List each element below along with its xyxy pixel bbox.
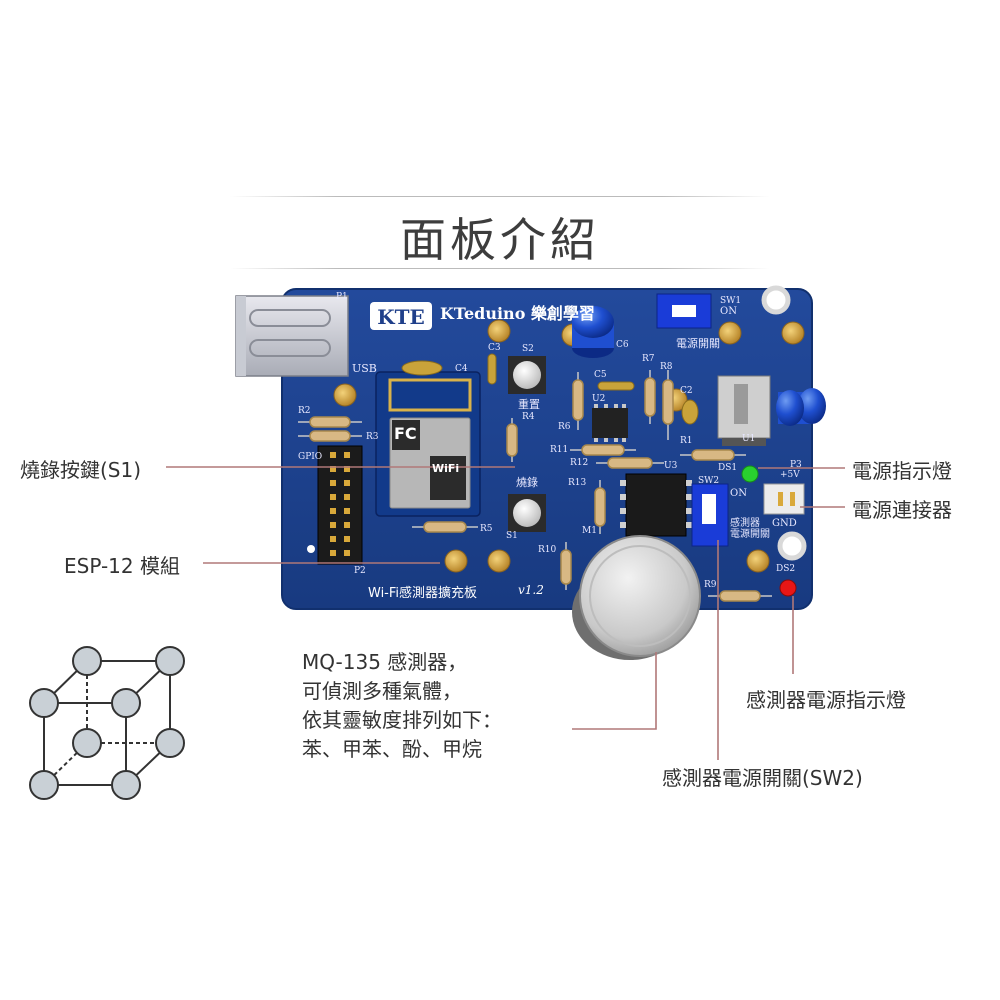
mq135-line-1: MQ-135 感測器， [302,650,468,674]
led-ds1-icon [741,465,759,483]
page-title: 面板介紹 [400,213,600,267]
sw2-switch [691,483,729,547]
capacitor-c1-icon [776,388,826,426]
button-s2 [508,356,546,394]
esp12-module [375,371,481,517]
power-connector-icon [763,483,805,515]
title-bottom-rule [230,268,770,269]
mq135-line-4: 苯、甲苯、酚、甲烷 [302,737,482,761]
callout-esp12: ESP-12 模組 [64,554,180,578]
leader-mq135 [572,652,657,730]
callout-mq135: MQ-135 感測器， 可偵測多種氣體， 依其靈敏度排列如下： 苯、甲苯、酚、甲… [302,648,502,764]
brand-logo-icon: KTE [370,302,432,330]
mq135-line-2: 可偵測多種氣體， [302,679,462,703]
ceramic-caps [401,353,699,425]
usb-connector-icon [235,295,349,377]
callout-power-connector: 電源連接器 [852,498,952,522]
title-block: 面板介紹 [230,196,770,270]
callout-sensor-switch: 感測器電源開關(SW2) [662,766,863,790]
regulator-u1-icon [717,375,771,446]
sw1-switch [656,293,712,329]
cube-icon [43,660,171,786]
button-s1 [508,494,546,532]
callout-power-led: 電源指示燈 [852,459,952,483]
cube-nodes [29,646,185,800]
title-top-rule [230,196,770,197]
svg-text:KTE: KTE [377,305,425,329]
ic-u2-icon [592,404,628,442]
callout-sensor-power-led: 感測器電源指示燈 [746,688,906,712]
resistors [298,370,772,602]
mq135-sensor-icon [572,535,701,660]
leader-lines [166,466,845,760]
ic-u3-icon [620,473,692,537]
capacitor-c6-icon [572,306,614,358]
callout-burn-button: 燒錄按鍵(S1) [20,458,142,482]
mounting-holes [307,285,807,561]
mq135-line-3: 依其靈敏度排列如下： [302,708,502,732]
led-ds2-icon [779,579,797,597]
pin-header-p2 [317,445,363,565]
